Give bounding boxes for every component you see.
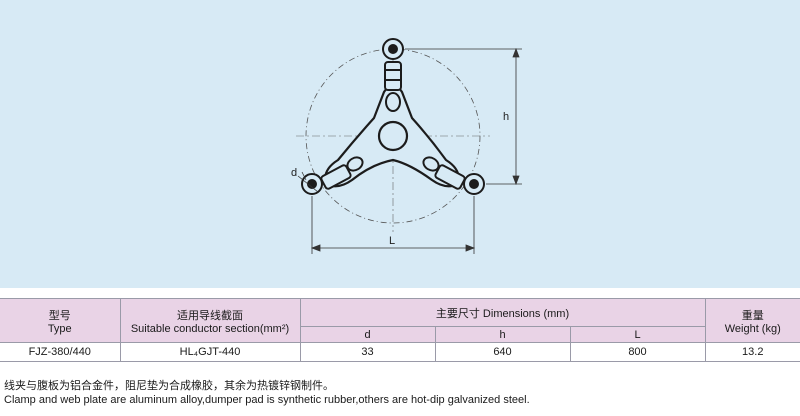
material-note-cn: 线夹与腹板为铝合金件，阻尼垫为合成橡胶，其余为热镀锌钢制件。: [4, 380, 334, 392]
dimension-l: [310, 196, 476, 254]
header-weight-cn: 重量: [741, 309, 764, 322]
header-type-cn: 型号: [48, 309, 71, 322]
header-weight-en: Weight (kg): [724, 322, 781, 335]
subheader-d: d: [299, 326, 436, 343]
spec-table: 型号 Type 适用导线截面 Suitable conductor sectio…: [0, 298, 800, 362]
dimension-h: [405, 47, 522, 186]
cell-d: 33: [299, 342, 436, 362]
table-row: FJZ-380/440 HL₄GJT-440 33 640 800 13.2: [0, 342, 800, 362]
material-note-en: Clamp and web plate are aluminum alloy,d…: [4, 394, 530, 406]
drawing-panel: h L d: [0, 0, 800, 288]
cell-h: 640: [434, 342, 571, 362]
header-section-cn: 适用导线截面: [177, 309, 243, 322]
header-section-en: Suitable conductor section(mm²): [130, 322, 290, 335]
subheader-l: L: [569, 326, 706, 343]
h-label: h: [503, 111, 509, 123]
header-dimensions: 主要尺寸 Dimensions (mm): [299, 298, 706, 327]
cell-type: FJZ-380/440: [0, 342, 121, 362]
header-section: 适用导线截面 Suitable conductor section(mm²): [119, 298, 301, 343]
cell-l: 800: [569, 342, 706, 362]
d-label: d: [291, 167, 297, 179]
header-weight: 重量 Weight (kg): [704, 298, 800, 343]
spacer-damper-drawing: h L d: [291, 38, 522, 254]
cell-weight: 13.2: [704, 342, 800, 362]
header-type-en: Type: [47, 322, 72, 335]
header-type: 型号 Type: [0, 298, 121, 343]
cell-section: HL₄GJT-440: [119, 342, 301, 362]
l-label: L: [389, 235, 395, 247]
dimension-d: [297, 171, 319, 193]
subheader-h: h: [434, 326, 571, 343]
